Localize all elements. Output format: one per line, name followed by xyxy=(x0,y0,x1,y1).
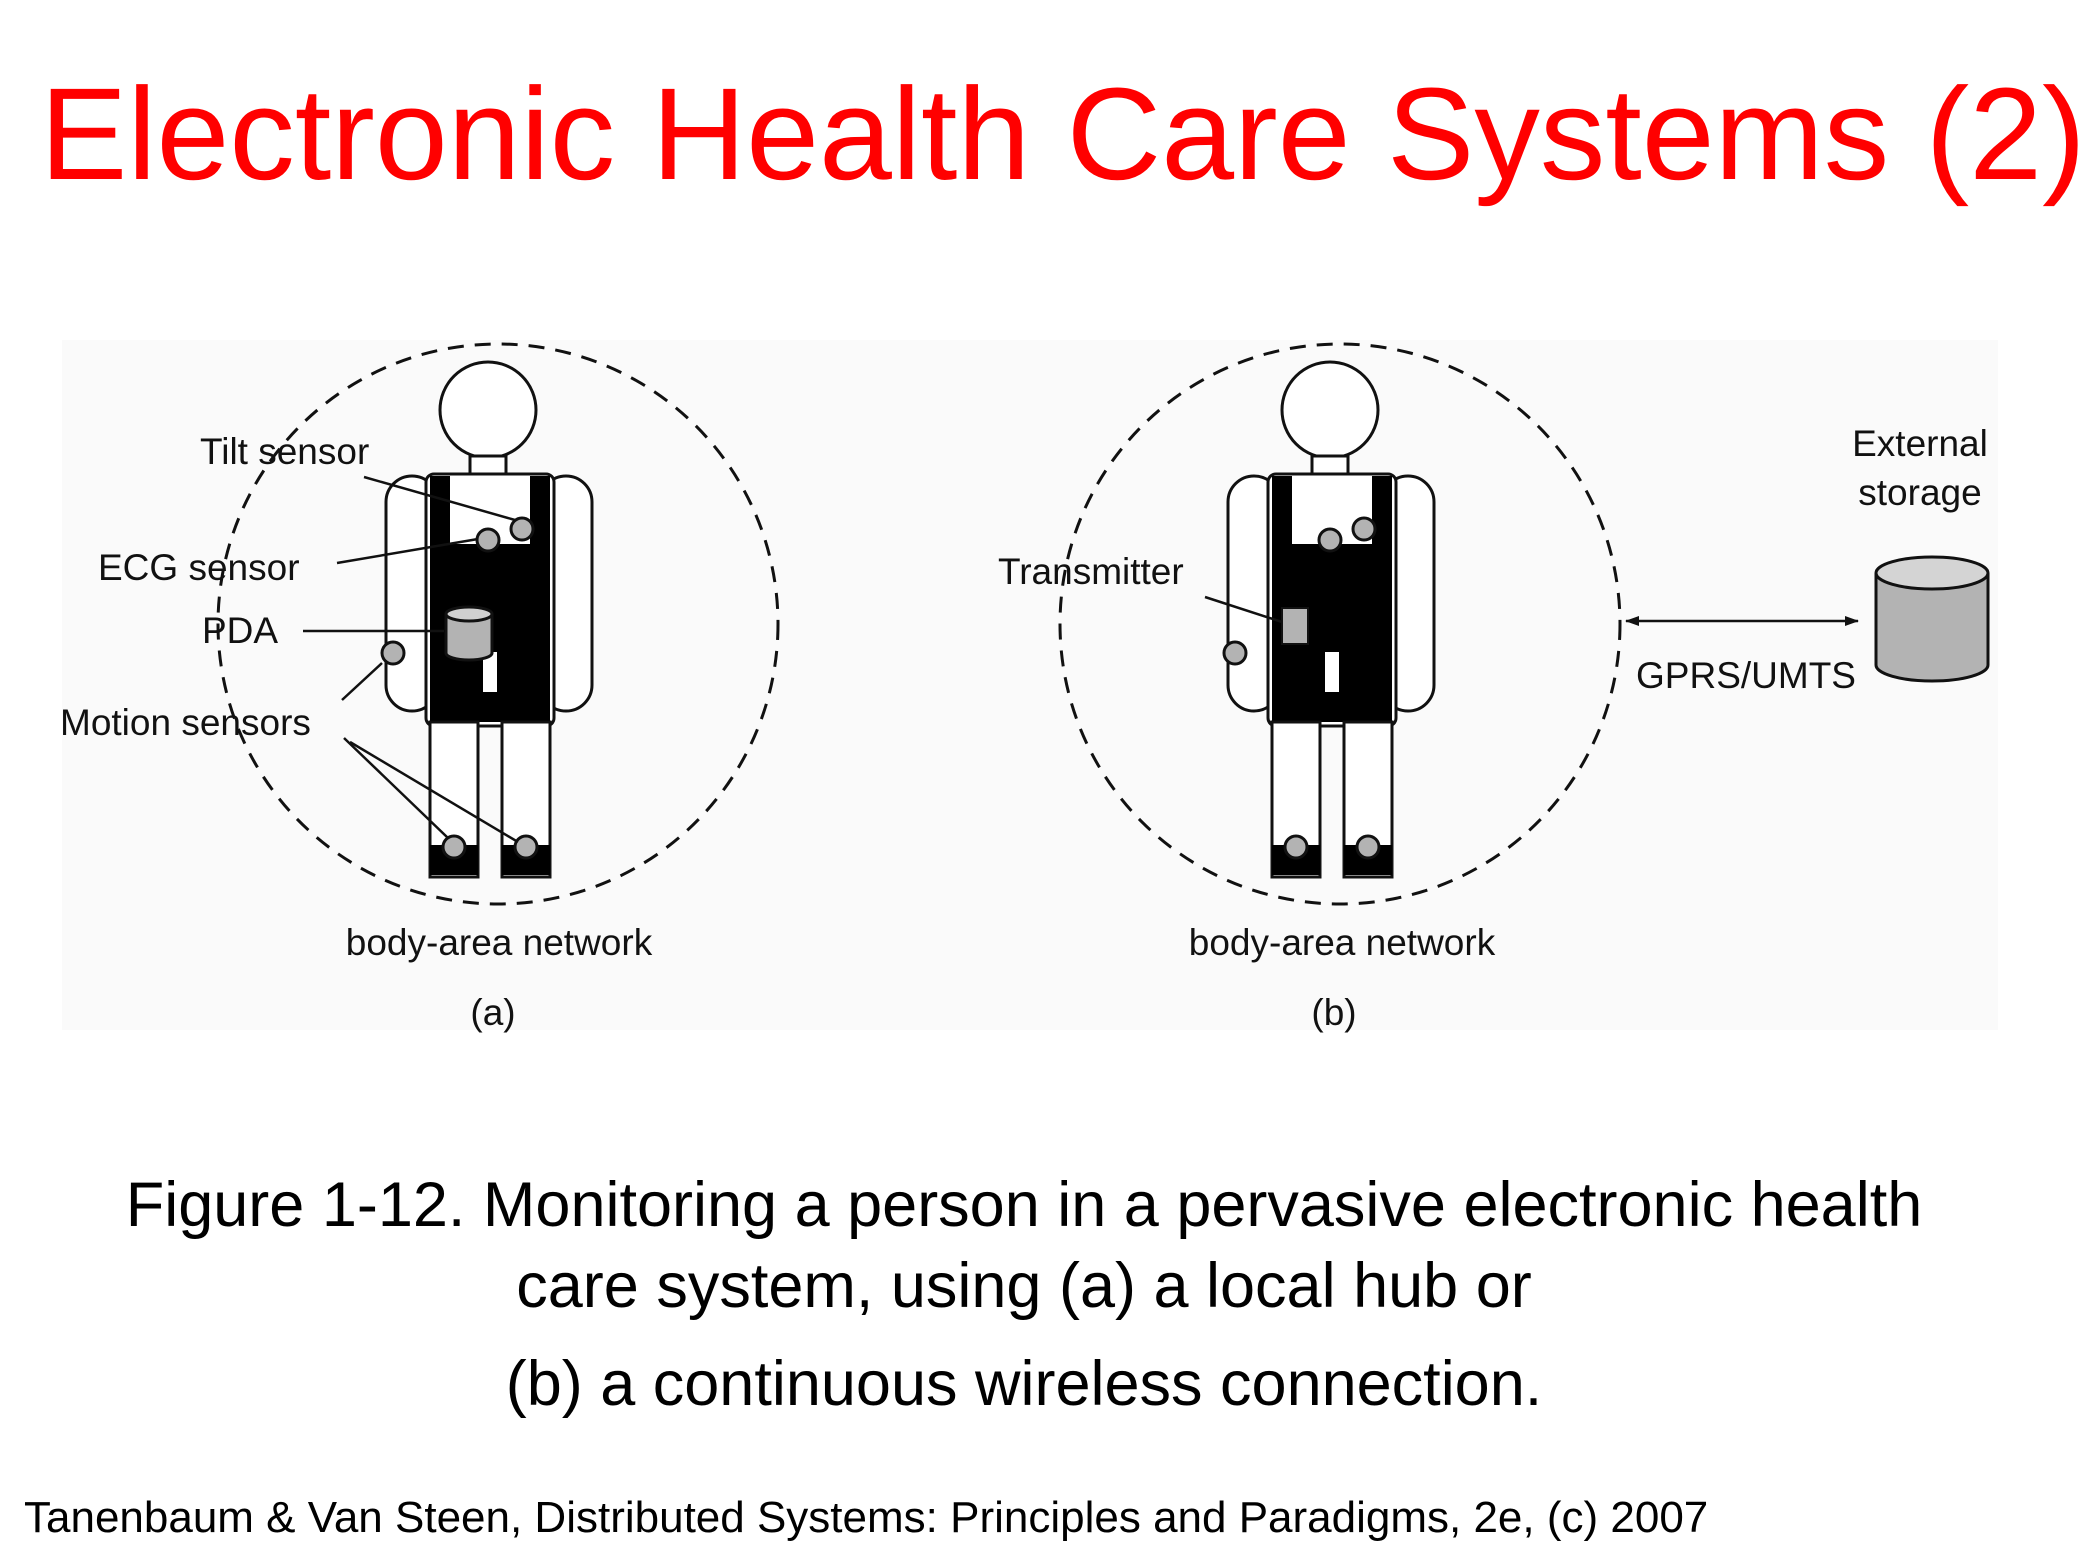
ecg-sensor-leader xyxy=(336,537,479,565)
person-figure-b xyxy=(1226,360,1436,879)
panel-a-sublabel: (a) xyxy=(470,992,515,1033)
arm-motion-sensor-a xyxy=(380,640,406,666)
transmitter-label: Transmitter xyxy=(998,551,1184,592)
pda-device-a xyxy=(444,605,494,662)
panel-b: Transmitter External storage GPRS/UMTS b… xyxy=(998,342,1990,1033)
strap-left-b xyxy=(1272,476,1292,544)
footer-citation: Tanenbaum & Van Steen, Distributed Syste… xyxy=(24,1493,1709,1542)
panel-b-sublabel: (b) xyxy=(1311,992,1356,1033)
head-a xyxy=(438,360,538,460)
tilt-sensor-b xyxy=(1351,516,1377,542)
ecg-sensor-b xyxy=(1317,527,1343,553)
leg-motion-sensor-left-a xyxy=(441,834,467,860)
tilt-sensor-a xyxy=(509,516,535,542)
body-area-network-label-a: body-area network xyxy=(346,922,653,963)
body-area-network-label-b: body-area network xyxy=(1189,922,1496,963)
motion-arm-leader xyxy=(341,662,383,701)
motion-leg-left-leader xyxy=(343,737,449,839)
body-area-network-boundary-b xyxy=(1058,342,1622,906)
external-storage-label-line2: storage xyxy=(1858,472,1981,513)
health-monitoring-diagram: Tilt sensor ECG sensor PDA Motion sensor… xyxy=(60,342,1990,1033)
motion-leg-right-leader xyxy=(349,740,519,844)
gprs-umts-label: GPRS/UMTS xyxy=(1636,655,1856,696)
strap-right-a xyxy=(530,476,550,544)
panel-a: Tilt sensor ECG sensor PDA Motion sensor… xyxy=(60,342,780,1033)
crotch-gap-b xyxy=(1325,652,1339,692)
tilt-sensor-leader xyxy=(363,475,516,522)
person-figure-a xyxy=(384,360,594,879)
ecg-sensor-label: ECG sensor xyxy=(98,547,300,588)
leg-motion-sensor-right-b xyxy=(1355,834,1381,860)
strap-left-a xyxy=(430,476,450,544)
leg-motion-sensor-right-a xyxy=(513,834,539,860)
external-storage-label-line1: External xyxy=(1852,423,1988,464)
arm-motion-sensor-b xyxy=(1222,640,1248,666)
slide-title: Electronic Health Care Systems (2) xyxy=(40,60,2086,207)
head-b xyxy=(1280,360,1380,460)
figure-caption: Figure 1-12. Monitoring a person in a pe… xyxy=(30,1165,2018,1425)
external-storage-icon xyxy=(1874,555,1990,683)
ecg-sensor-a xyxy=(475,527,501,553)
leg-motion-sensor-left-b xyxy=(1283,834,1309,860)
crotch-gap-a xyxy=(483,652,497,692)
caption-line-2: care system, using (a) a local hub or xyxy=(516,1250,1532,1321)
motion-sensors-label: Motion sensors xyxy=(60,702,311,743)
caption-line-3: (b) a continuous wireless connection. xyxy=(505,1349,1543,1420)
tilt-sensor-label: Tilt sensor xyxy=(200,431,369,472)
transmitter-device-b xyxy=(1281,607,1309,645)
body-area-network-boundary-a xyxy=(216,342,780,906)
transmitter-leader xyxy=(1204,595,1283,624)
pda-label: PDA xyxy=(202,610,278,651)
strap-right-b xyxy=(1372,476,1392,544)
caption-line-1: Figure 1-12. Monitoring a person in a pe… xyxy=(125,1170,1923,1240)
